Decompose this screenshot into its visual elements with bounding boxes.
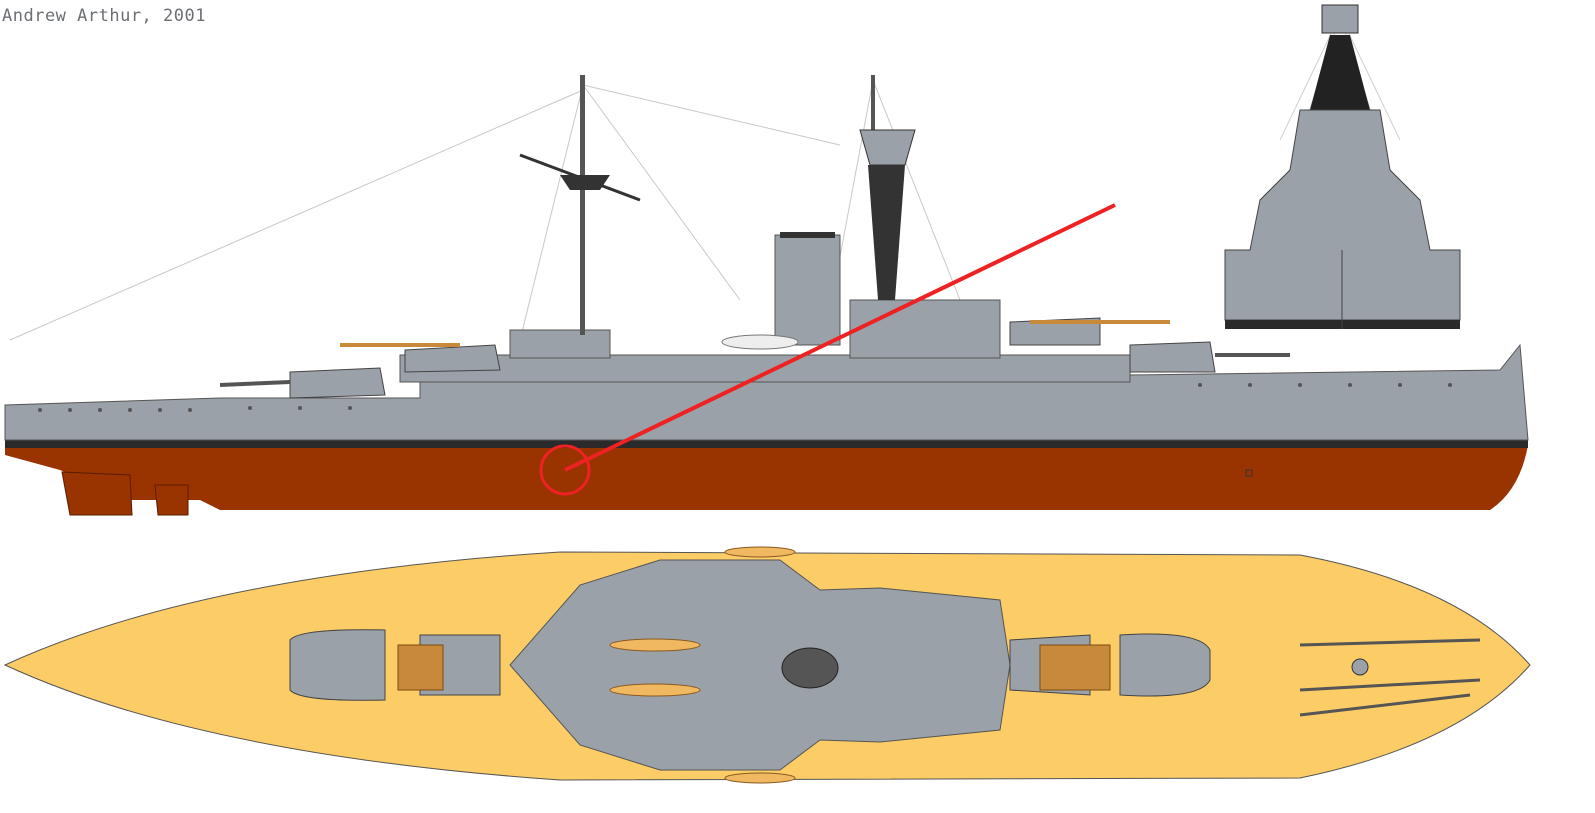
funnel <box>774 234 841 346</box>
annotation-circle <box>539 444 591 496</box>
deck-planking <box>397 644 1111 691</box>
annotation-pointer-line <box>564 203 1116 472</box>
fore-topmast <box>871 75 875 135</box>
skeg <box>154 484 189 516</box>
fore-tripod-mast <box>868 165 905 300</box>
artist-credit: Andrew Arthur, 2001 <box>2 6 206 26</box>
funnel-top <box>781 647 839 689</box>
anchor-hawse <box>1245 469 1253 477</box>
ships-boat <box>721 334 799 350</box>
bridge-superstructure <box>849 299 1001 359</box>
main-turrets <box>219 317 1290 399</box>
funnel-cap <box>780 232 835 238</box>
top-view <box>3 546 1531 784</box>
portholes <box>38 383 1452 412</box>
main-mast <box>580 75 585 335</box>
red-annotation <box>539 203 1116 496</box>
front-view <box>1224 4 1461 329</box>
capstan <box>1351 658 1369 676</box>
boot-topping <box>5 438 1528 448</box>
aircraft-platform-fore <box>1030 320 1170 324</box>
boats-plan <box>609 546 796 784</box>
aft-superstructure <box>509 329 611 359</box>
spotting-top <box>859 129 916 166</box>
main-mast-yard <box>519 153 641 202</box>
front-spotting-top <box>1321 4 1359 34</box>
anchor-cables <box>1299 638 1481 717</box>
hull-underwater <box>5 445 1528 510</box>
front-tripod <box>1310 35 1370 110</box>
rudder <box>61 471 133 516</box>
aircraft-platform-aft <box>340 343 460 347</box>
side-profile <box>4 75 1529 516</box>
superstructure-deck <box>399 354 1131 383</box>
main-mast-top <box>560 175 610 190</box>
